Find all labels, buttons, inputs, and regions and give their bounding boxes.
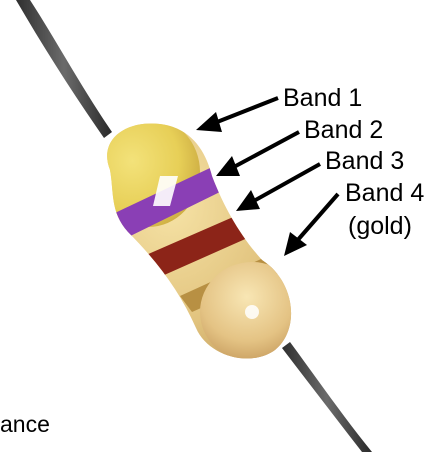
caption-fragment: ance <box>0 410 50 438</box>
arrow-band-4 <box>296 194 338 242</box>
label-band-4: Band 4 <box>345 178 424 208</box>
label-band-3: Band 3 <box>325 146 404 176</box>
lead-wire-top <box>16 0 112 138</box>
arrow-band-3 <box>252 164 320 202</box>
label-band-1: Band 1 <box>283 83 362 113</box>
lead-wire-bottom <box>282 342 372 452</box>
label-band-2: Band 2 <box>304 115 383 145</box>
label-band-4-note: (gold) <box>348 211 412 241</box>
arrow-band-1 <box>212 98 278 124</box>
arrow-band-2 <box>232 132 299 168</box>
highlight-right <box>245 305 259 319</box>
